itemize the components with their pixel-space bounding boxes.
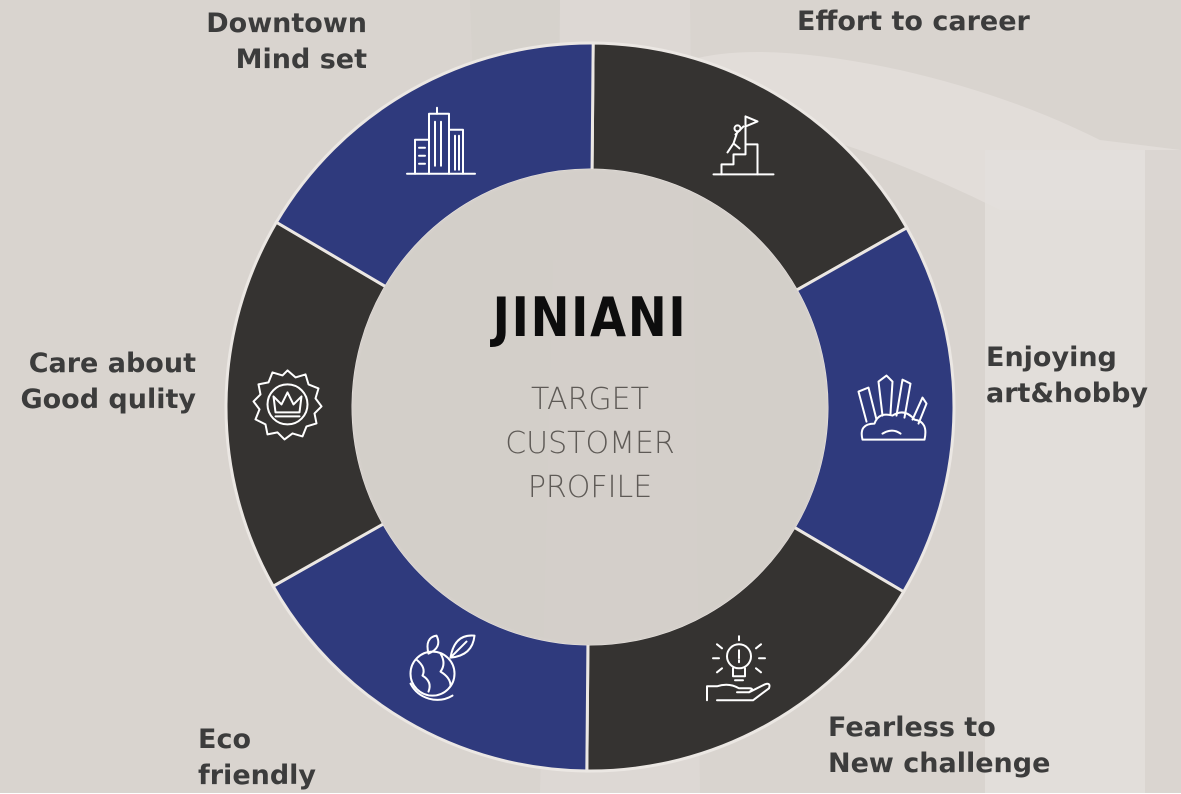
label-care-good-quality: Care about Good qulity [20,348,196,415]
label-fearless-new-challenge: Fearless to New challenge [828,712,1051,779]
label-eco-friendly: Eco friendly [198,724,317,791]
label-effort-to-career: Effort to career [797,6,1030,37]
art-supplies-icon [857,374,928,441]
subtitle-line: TARGET [531,382,649,417]
subtitle-line: PROFILE [527,470,653,505]
quality-badge-crown-icon [252,369,323,441]
subtitle-line: CUSTOMER [505,426,675,461]
label-enjoying-art-hobby: Enjoying art&hobby [986,342,1149,409]
center-disc [352,169,828,645]
climbing-summit-icon [712,115,775,176]
brand-logo: JINIANI [492,286,688,349]
eco-globe-icon [409,634,476,701]
city-buildings-icon [406,106,476,175]
label-downtown-mind-set: Downtown Mind set [206,8,367,75]
subtitle: TARGET CUSTOMER PROFILE [440,378,740,510]
lightbulb-hand-icon [706,635,771,702]
